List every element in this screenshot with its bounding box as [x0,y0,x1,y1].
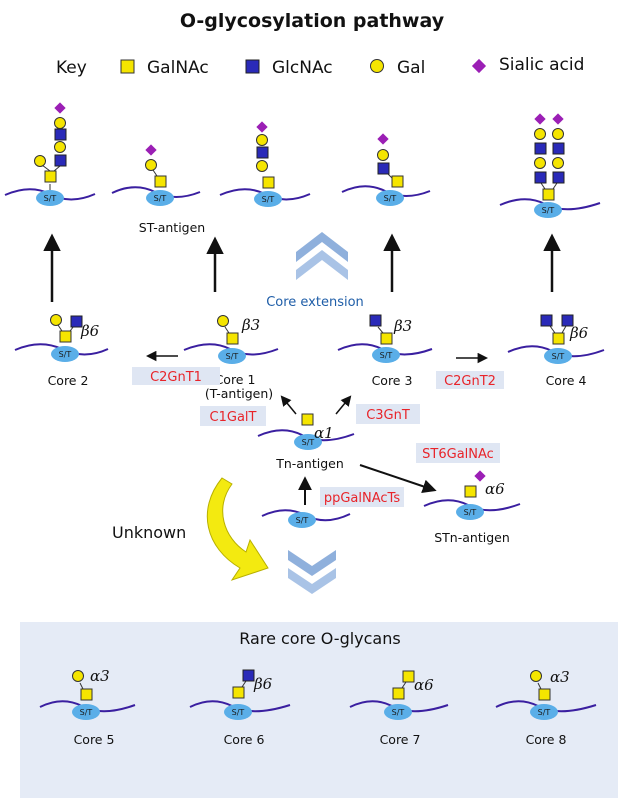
glycan-core3: S/T β3 Core 3 [337,314,433,388]
label-core8: Core 8 [526,732,567,747]
tn-arrows [280,395,437,505]
enzyme-c2gnt2: C2GnT2 [444,374,496,389]
gal-circle-icon [370,59,384,73]
label-stn-antigen: STn-antigen [434,530,510,545]
label-tn-antigen: Tn-antigen [275,456,344,471]
svg-text:S/T: S/T [226,352,239,361]
glycan-core8: S/T α3 Core 8 [495,668,597,747]
galnac-square-icon [120,59,135,74]
glcnac-square-icon [245,59,260,74]
svg-text:β6: β6 [569,324,589,342]
enzyme-st6galnac: ST6GalNAc [422,447,494,462]
svg-text:S/T: S/T [154,194,167,203]
glycan-core1: S/T β3 Core 1 (T-antigen) [183,315,279,401]
svg-text:S/T: S/T [464,508,477,517]
label-core2: Core 2 [48,373,89,388]
legend-label: Key [56,58,87,78]
svg-text:β3: β3 [393,317,412,335]
sialic-diamond-icon [471,58,487,74]
legend-sialic: Sialic acid [499,55,584,75]
unknown-arrow-icon [206,477,269,581]
legend-galnac: GalNAc [147,58,209,78]
glycan-core1-extended: S/T [219,121,311,207]
label-unknown: Unknown [112,523,186,542]
legend-gal: Gal [397,58,425,78]
svg-text:S/T: S/T [538,708,551,717]
label-core1: Core 1 [215,372,256,387]
svg-text:α3: α3 [550,668,570,686]
glycan-tn-antigen: S/T α1 Tn-antigen [257,413,355,471]
svg-text:S/T: S/T [542,206,555,215]
svg-text:β3: β3 [241,316,260,334]
svg-text:α6: α6 [414,676,434,694]
enzyme-c2gnt1: C2GnT1 [150,370,202,385]
glycan-core4-extended: S/T [499,113,601,218]
glycan-core2: S/T β6 Core 2 [14,314,109,388]
glycan-core7: S/T α6 Core 7 [349,670,449,747]
svg-text:S/T: S/T [380,351,393,360]
svg-text:S/T: S/T [302,438,315,447]
svg-text:β6: β6 [253,675,273,693]
glycan-core5: S/T α3 Core 5 [39,667,136,747]
svg-text:α1: α1 [314,424,334,442]
label-core6: Core 6 [224,732,265,747]
peptide-unmodified: S/T [261,509,351,528]
enzyme-ppgalnacts: ppGalNAcTs [324,491,400,506]
label-core-extension: Core extension [266,295,364,310]
glycan-stn-antigen: S/T α6 STn-antigen [423,470,521,545]
side-arrows [145,350,489,364]
rare-core-chevron-icon [288,550,336,594]
label-st-antigen: ST-antigen [139,220,205,235]
glycan-core2-extended: S/T [4,102,96,206]
legend-glcnac: GlcNAc [272,58,333,78]
label-core7: Core 7 [380,732,421,747]
extension-arrows [43,233,561,302]
svg-text:β6: β6 [80,322,100,340]
label-core3: Core 3 [372,373,413,388]
page-title: O-glycosylation pathway [180,10,445,32]
svg-text:S/T: S/T [80,708,93,717]
label-t-antigen: (T-antigen) [205,386,273,401]
svg-text:S/T: S/T [384,194,397,203]
label-core5: Core 5 [74,732,115,747]
svg-text:α3: α3 [90,667,110,685]
glycan-core3-extended: S/T [341,133,431,206]
svg-text:α6: α6 [485,480,505,498]
enzyme-c3gnt: C3GnT [366,408,410,423]
svg-text:S/T: S/T [44,194,57,203]
svg-text:S/T: S/T [392,708,405,717]
rare-panel-title: Rare core O-glycans [239,629,400,648]
svg-text:S/T: S/T [232,708,245,717]
rare-core-panel: Rare core O-glycans S/T α3 Core 5 S/T β6… [20,622,618,798]
glycan-core6: S/T β6 Core 6 [189,669,291,747]
svg-text:S/T: S/T [552,352,565,361]
enzyme-labels: C2GnT1 C2GnT2 C1GalT C3GnT ST6GalNAc ppG… [132,367,504,507]
glycan-st-antigen: S/T ST-antigen [111,144,205,235]
legend: Key GalNAc GlcNAc Gal Sialic acid [56,55,584,78]
label-core4: Core 4 [546,373,587,388]
svg-text:S/T: S/T [59,350,72,359]
core-extension-chevron-icon [296,232,348,280]
enzyme-c1galt: C1GalT [210,410,257,425]
svg-text:S/T: S/T [296,516,309,525]
glycan-core4: S/T β6 Core 4 [507,314,605,388]
svg-text:S/T: S/T [262,195,275,204]
